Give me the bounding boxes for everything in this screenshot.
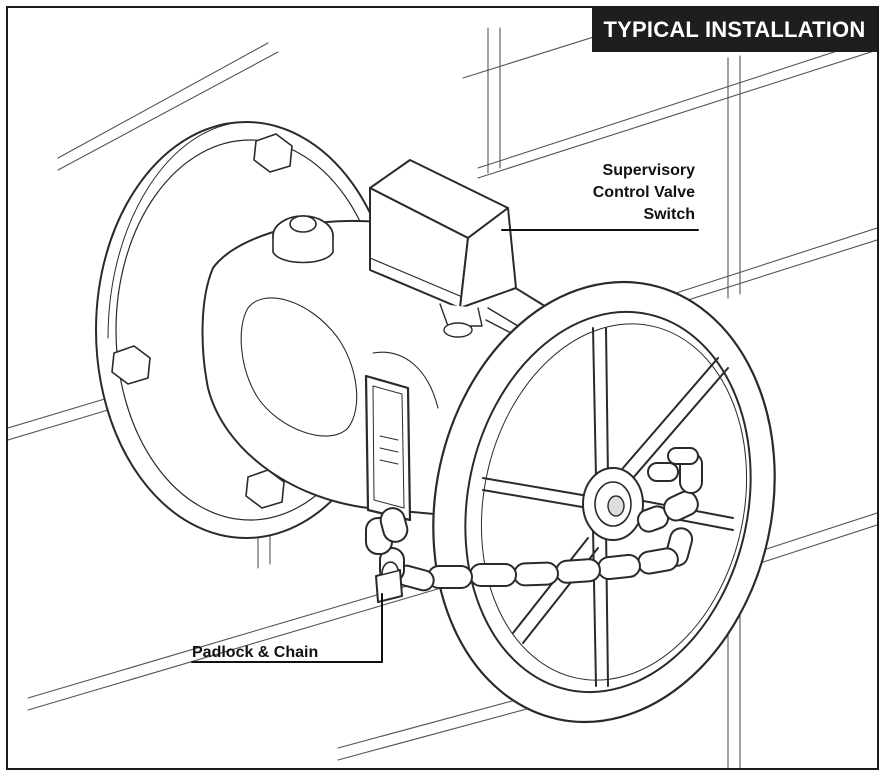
diagram-frame: TYPICAL INSTALLATION Supervisory Control… [6,6,879,770]
callout-leaders [191,229,699,663]
callout-line: Control Valve [592,184,695,201]
position-indicator-window [364,374,412,522]
flange-bolts [111,133,293,509]
handwheel [432,280,776,724]
supervisory-switch-callout: Supervisory Control Valve Switch [593,160,695,226]
supervisory-switch-box [369,159,539,347]
chain [365,447,703,592]
callout-line: Supervisory [602,162,695,179]
padlock-chain-callout: Padlock & Chain [192,644,319,661]
valve-installation-illustration [8,8,877,768]
title-bar: TYPICAL INSTALLATION [592,8,877,52]
callout-line: Switch [643,206,695,223]
valve-top-boss [272,215,334,264]
